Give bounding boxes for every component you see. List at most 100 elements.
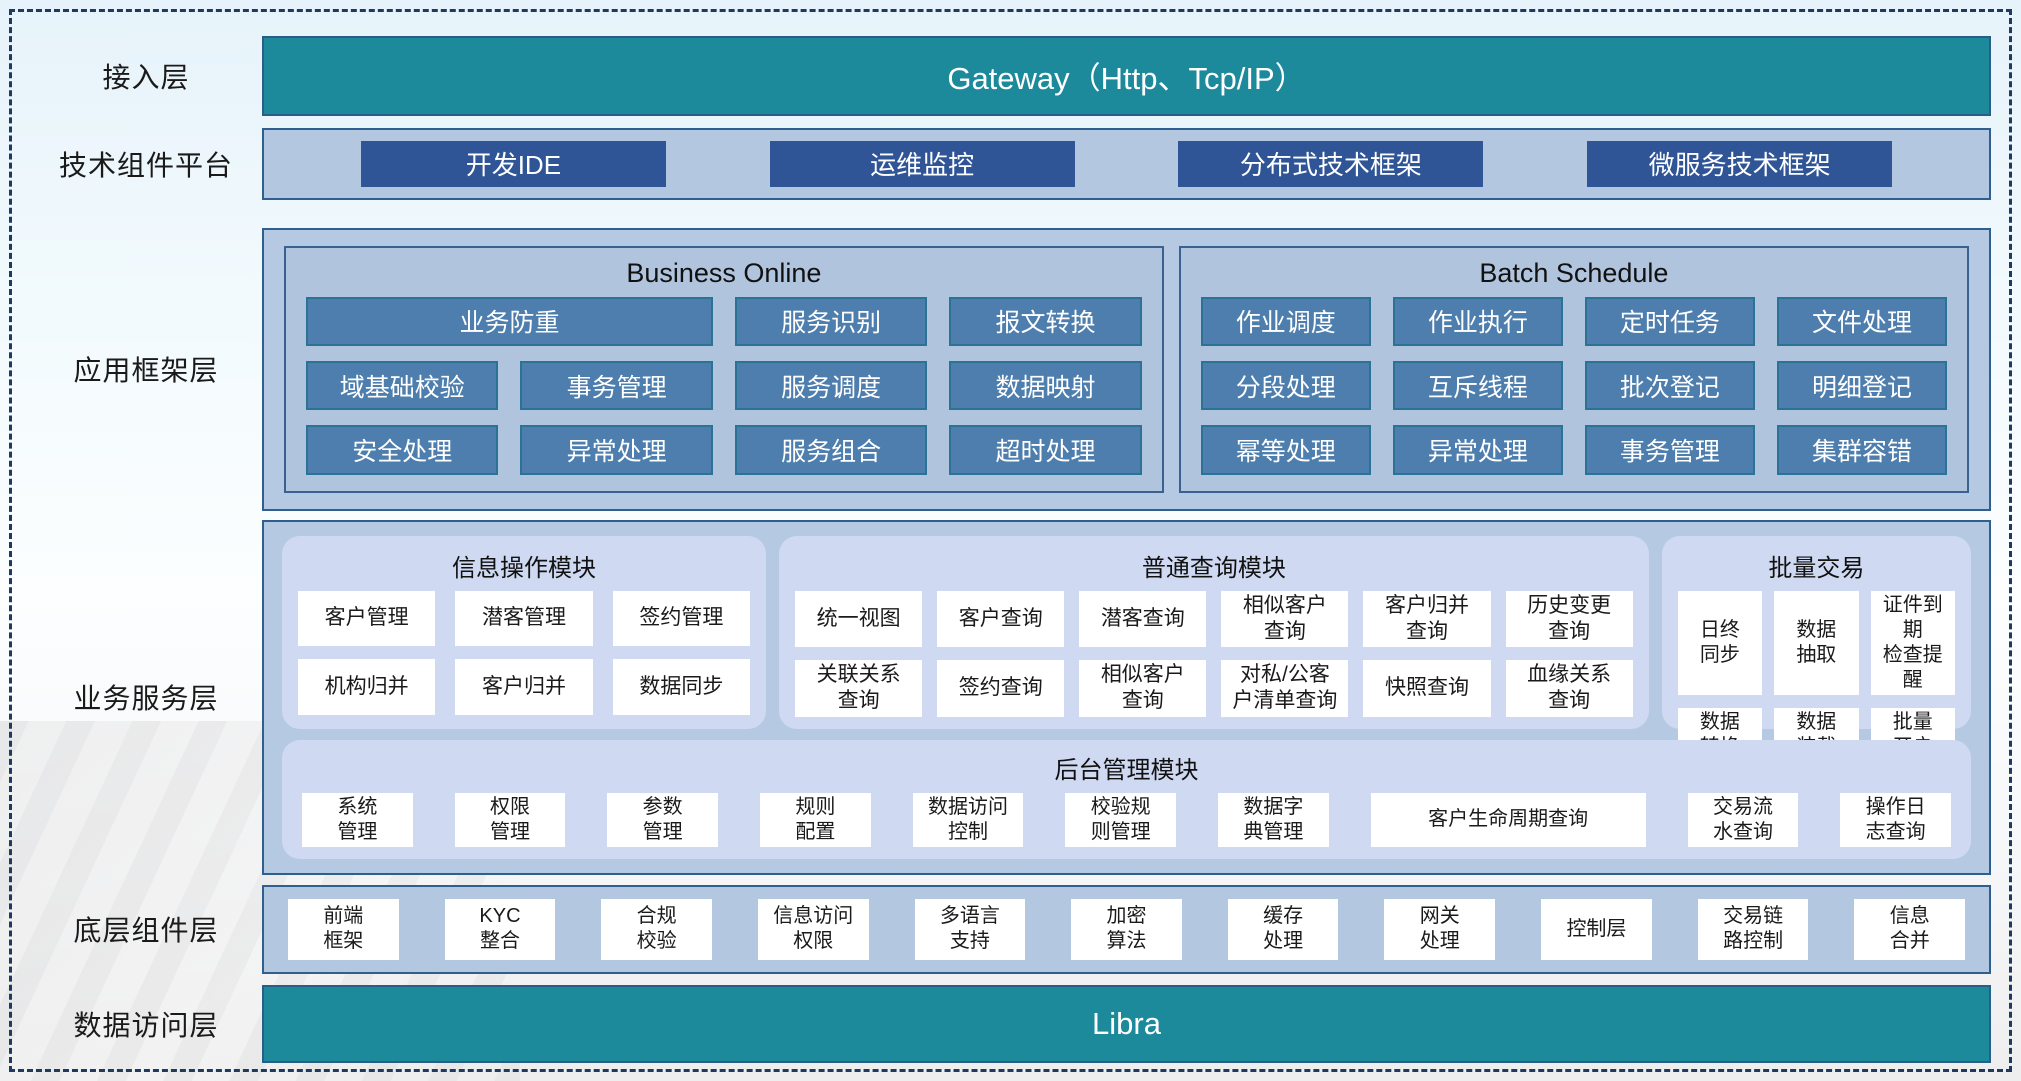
app-framework-content: Business Online 业务防重 服务识别 报文转换 域基础校验 事务管… xyxy=(262,227,1991,511)
chip-idempotent-process: 幂等处理 xyxy=(1200,425,1371,475)
chip-batch-transaction: 事务管理 xyxy=(1584,425,1755,475)
card-cache-handling: 缓存 处理 xyxy=(1227,898,1339,961)
card-customer-merge: 客户归并 xyxy=(455,659,593,715)
card-system-mgmt: 系统 管理 xyxy=(302,792,413,847)
chip-cluster-fault-tolerance: 集群容错 xyxy=(1776,425,1947,475)
info-operation-title: 信息操作模块 xyxy=(452,554,597,582)
chip-security-handle: 安全处理 xyxy=(306,425,499,475)
component-layer-box: 前端 框架 KYC 整合 合规 校验 信息访问 权限 多语言 支持 加密 算法 … xyxy=(262,884,1991,975)
card-unified-view: 统一视图 xyxy=(795,590,923,648)
chip-timeout-handle: 超时处理 xyxy=(949,425,1142,475)
chip-mutex-thread: 互斥线程 xyxy=(1392,360,1563,411)
card-history-change-query: 历史变更 查询 xyxy=(1505,590,1633,648)
batch-schedule-grid: 作业调度 作业执行 定时任务 文件处理 分段处理 互斥线程 批次登记 明细登记 … xyxy=(1200,296,1947,475)
chip-exception-handle: 异常处理 xyxy=(520,425,713,475)
tech-platform-box: 开发IDE 运维监控 分布式技术框架 微服务技术框架 xyxy=(262,127,1991,200)
batch-schedule-title: Batch Schedule xyxy=(1479,257,1669,288)
tech-platform-content: 开发IDE 运维监控 分布式技术框架 微服务技术框架 xyxy=(262,127,1991,200)
chip-message-convert: 报文转换 xyxy=(949,296,1142,346)
general-query-title: 普通查询模块 xyxy=(1141,554,1286,582)
component-layer-label: 底层组件层 xyxy=(73,915,219,947)
layer-row-access: 接入层 Gateway（Http、Tcp/IP） xyxy=(30,36,1991,116)
batch-trade-grid: 日终 同步 数据 抽取 证件到期 检查提醒 数据 转换 数据 装载 批量 开户 xyxy=(1677,590,1955,762)
card-info-merge: 信息 合并 xyxy=(1854,898,1966,961)
chip-segment-process: 分段处理 xyxy=(1200,360,1371,411)
card-operation-log-query: 操作日 志查询 xyxy=(1840,792,1951,847)
chip-batch-exception: 异常处理 xyxy=(1392,425,1563,475)
card-contract-query: 签约查询 xyxy=(937,660,1065,717)
card-prospect-query: 潜客查询 xyxy=(1079,590,1207,648)
chip-dedup: 业务防重 xyxy=(306,296,713,346)
card-customer-lifecycle-query: 客户生命周期查询 xyxy=(1370,792,1646,847)
business-online-panel: Business Online 业务防重 服务识别 报文转换 域基础校验 事务管… xyxy=(284,245,1164,493)
card-customer-mgmt: 客户管理 xyxy=(298,590,436,647)
business-service-label: 业务服务层 xyxy=(73,683,219,715)
admin-module-cards: 系统 管理 权限 管理 参数 管理 规则 配置 数据访问 控制 校验规 则管理 … xyxy=(302,792,1951,847)
card-customer-list-query: 对私/公客 户清单查询 xyxy=(1221,660,1349,717)
chip-job-schedule: 作业调度 xyxy=(1200,296,1371,346)
chip-service-schedule: 服务调度 xyxy=(734,360,928,411)
card-permission-mgmt: 权限 管理 xyxy=(454,792,566,847)
admin-module-title: 后台管理模块 xyxy=(1054,756,1199,784)
card-data-dictionary-mgmt: 数据字 典管理 xyxy=(1218,792,1329,847)
card-snapshot-query: 快照查询 xyxy=(1363,660,1491,717)
card-kyc-integration: KYC 整合 xyxy=(444,898,556,961)
card-customer-merge-query: 客户归并 查询 xyxy=(1363,590,1491,648)
business-online-grid: 业务防重 服务识别 报文转换 域基础校验 事务管理 服务调度 数据映射 安全处理… xyxy=(306,296,1142,475)
card-cert-expiry-check: 证件到期 检查提醒 xyxy=(1870,590,1955,695)
data-access-content: Libra xyxy=(262,985,1991,1063)
layer-row-component: 底层组件层 前端 框架 KYC 整合 合规 校验 信息访问 权限 多语言 支持 … xyxy=(30,884,1991,975)
app-framework-box: Business Online 业务防重 服务识别 报文转换 域基础校验 事务管… xyxy=(262,227,1991,511)
admin-module-panel: 后台管理模块 系统 管理 权限 管理 参数 管理 规则 配置 数据访问 控制 校… xyxy=(282,739,1971,859)
card-frontend-framework: 前端 框架 xyxy=(288,898,399,961)
chip-batch-register: 批次登记 xyxy=(1584,360,1755,411)
libra-bar: Libra xyxy=(262,985,1991,1063)
info-operation-grid: 客户管理 潜客管理 签约管理 机构归并 客户归并 数据同步 xyxy=(298,590,751,715)
business-online-title: Business Online xyxy=(626,257,822,288)
card-info-access-permission: 信息访问 权限 xyxy=(757,898,869,961)
card-contract-mgmt: 签约管理 xyxy=(612,590,751,647)
chip-job-execute: 作业执行 xyxy=(1392,296,1563,346)
batch-trade-panel: 批量交易 日终 同步 数据 抽取 证件到期 检查提醒 数据 转换 数据 装载 批… xyxy=(1661,535,1971,762)
card-similar-customer-query-1: 相似客户 查询 xyxy=(1221,590,1349,648)
component-layer-content: 前端 框架 KYC 整合 合规 校验 信息访问 权限 多语言 支持 加密 算法 … xyxy=(262,884,1991,975)
tech-item-dev-ide: 开发IDE xyxy=(360,140,666,187)
card-rule-config: 规则 配置 xyxy=(760,792,871,847)
business-service-content: 信息操作模块 客户管理 潜客管理 签约管理 机构归并 客户归并 数据同步 xyxy=(262,519,1991,875)
card-multilanguage-support: 多语言 支持 xyxy=(914,898,1026,961)
batch-schedule-panel: Batch Schedule 作业调度 作业执行 定时任务 文件处理 分段处理 … xyxy=(1178,245,1969,493)
card-relation-query: 关联关系 查询 xyxy=(795,660,923,717)
app-framework-label: 应用框架层 xyxy=(73,355,219,387)
layer-row-business-service: 业务服务层 信息操作模块 客户管理 潜客管理 签约管理 机构归并 客户归并 xyxy=(30,519,1991,875)
tech-item-ops-monitor: 运维监控 xyxy=(769,140,1075,187)
business-service-box: 信息操作模块 客户管理 潜客管理 签约管理 机构归并 客户归并 数据同步 xyxy=(262,519,1991,875)
card-data-access-control: 数据访问 控制 xyxy=(912,792,1024,847)
tech-platform-label: 技术组件平台 xyxy=(58,149,233,181)
gateway-bar: Gateway（Http、Tcp/IP） xyxy=(262,36,1991,116)
business-top-panels: 信息操作模块 客户管理 潜客管理 签约管理 机构归并 客户归并 数据同步 xyxy=(282,535,1971,762)
batch-trade-title: 批量交易 xyxy=(1768,554,1865,582)
card-encryption-algorithm: 加密 算法 xyxy=(1071,898,1182,961)
access-layer-label: 接入层 xyxy=(102,61,190,93)
chip-timed-task: 定时任务 xyxy=(1584,296,1755,346)
chip-detail-register: 明细登记 xyxy=(1776,360,1947,411)
info-operation-panel: 信息操作模块 客户管理 潜客管理 签约管理 机构归并 客户归并 数据同步 xyxy=(282,535,767,729)
chip-file-process: 文件处理 xyxy=(1776,296,1947,346)
chip-data-mapping: 数据映射 xyxy=(949,360,1142,411)
card-prospect-mgmt: 潜客管理 xyxy=(455,590,593,647)
layer-row-data-access: 数据访问层 Libra xyxy=(30,985,1991,1063)
chip-transaction-mgmt: 事务管理 xyxy=(520,360,713,411)
layer-row-tech-platform: 技术组件平台 开发IDE 运维监控 分布式技术框架 微服务技术框架 xyxy=(30,127,1991,200)
card-gateway-handling: 网关 处理 xyxy=(1384,898,1496,961)
card-org-merge: 机构归并 xyxy=(298,659,436,715)
data-access-label: 数据访问层 xyxy=(73,1010,219,1042)
general-query-panel: 普通查询模块 统一视图 客户查询 潜客查询 相似客户 查询 客户归并 查询 历史… xyxy=(779,535,1649,729)
chip-service-identify: 服务识别 xyxy=(734,296,928,346)
card-similar-customer-query-2: 相似客户 查询 xyxy=(1079,660,1207,717)
card-compliance-check: 合规 校验 xyxy=(601,898,712,961)
layer-row-app-framework: 应用框架层 Business Online 业务防重 服务识别 报文转换 域基础… xyxy=(30,227,1991,511)
chip-service-compose: 服务组合 xyxy=(734,425,928,475)
tech-item-microservice-framework: 微服务技术框架 xyxy=(1587,140,1893,187)
